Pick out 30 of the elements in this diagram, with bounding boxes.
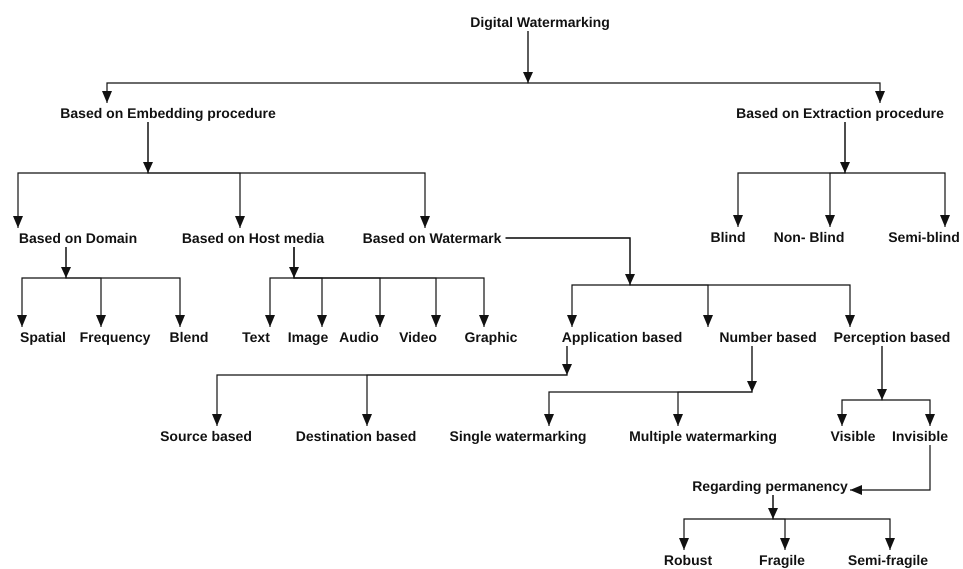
category-label: Based on Watermark xyxy=(362,229,502,247)
category-label: Audio xyxy=(339,328,379,346)
category-label: Semi-fragile xyxy=(848,551,928,569)
category-label: Regarding permanency xyxy=(692,477,848,495)
category-label: Digital Watermarking xyxy=(470,13,610,31)
category-label: Graphic xyxy=(464,328,518,346)
category-label: Robust xyxy=(664,551,712,569)
category-label: Based on Domain xyxy=(18,229,138,247)
category-label: Invisible xyxy=(892,427,948,445)
category-label: Blind xyxy=(710,228,746,246)
category-label: Multiple watermarking xyxy=(629,427,777,445)
category-label: Image xyxy=(288,328,328,346)
category-label: Source based xyxy=(160,427,252,445)
category-label: Based on Host media xyxy=(182,229,324,247)
category-label: Single watermarking xyxy=(450,427,586,445)
category-label: Non- Blind xyxy=(774,228,844,246)
category-label: Perception based xyxy=(834,328,950,346)
category-label: Blend xyxy=(170,328,208,346)
category-label: Frequency xyxy=(80,328,150,346)
category-label: Video xyxy=(399,328,437,346)
category-label: Number based xyxy=(719,328,817,346)
category-label: Visible xyxy=(830,427,876,445)
category-label: Application based xyxy=(562,328,682,346)
category-label: Semi-blind xyxy=(888,228,960,246)
category-label: Based on Embedding procedure xyxy=(60,104,276,122)
category-label: Destination based xyxy=(296,427,416,445)
category-label: Fragile xyxy=(759,551,805,569)
category-label: Spatial xyxy=(20,328,66,346)
category-label: Based on Extraction procedure xyxy=(736,104,944,122)
category-label: Text xyxy=(242,328,270,346)
